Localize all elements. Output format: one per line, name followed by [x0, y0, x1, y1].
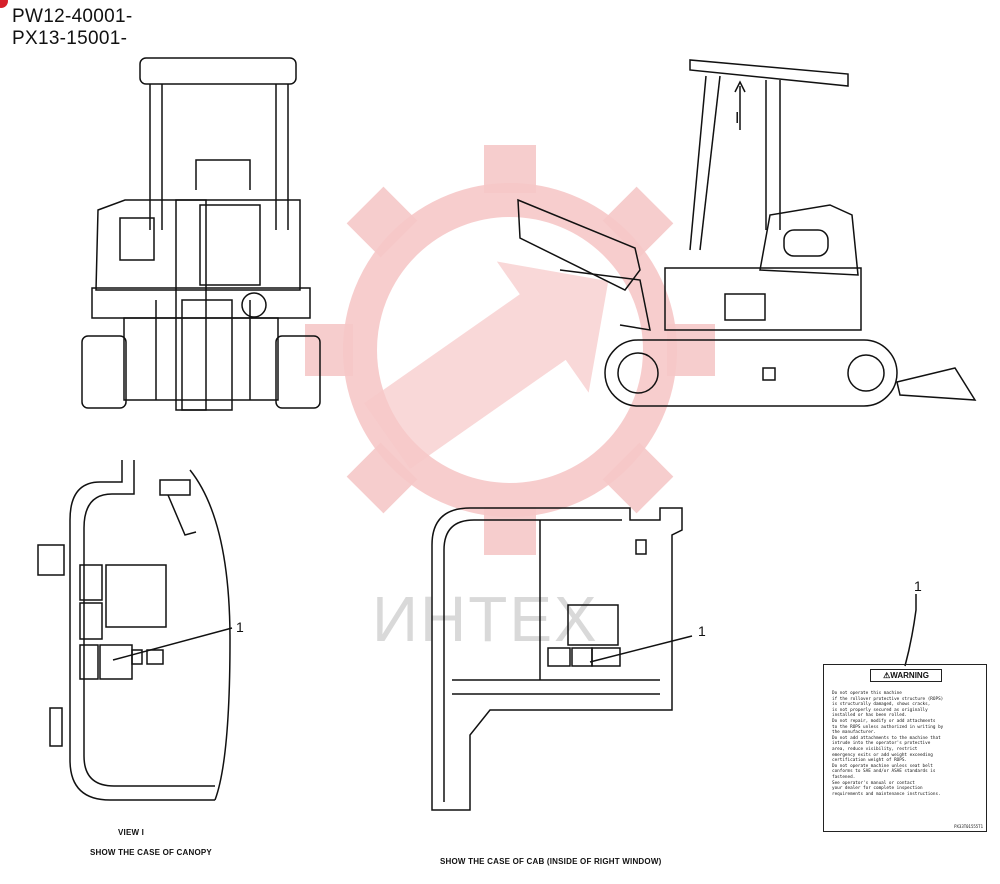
callout-cab: 1: [698, 623, 706, 639]
cab-caption: SHOW THE CASE OF CAB (INSIDE OF RIGHT WI…: [440, 857, 662, 866]
watermark-text: ИНТЕХ: [372, 583, 599, 655]
serial-number-1: PW12-40001-: [12, 6, 133, 27]
callout-canopy: 1: [236, 619, 244, 635]
callout-label: 1: [914, 578, 922, 594]
warning-label: ⚠WARNING Do not operate this machine if …: [823, 664, 987, 832]
view-caption: VIEW I: [118, 828, 145, 837]
cab-detail: [431, 507, 693, 811]
side-view-excavator: [517, 59, 977, 407]
serial-number-2: PX13-15001-: [12, 28, 128, 49]
warning-code: PX33T01555T1: [954, 824, 983, 829]
label-leader-line: [904, 594, 917, 667]
view-arrow-label: I: [735, 110, 740, 127]
canopy-detail: [37, 460, 233, 801]
warning-body: Do not operate this machine if the rollo…: [832, 691, 944, 797]
corner-marker: [0, 0, 8, 8]
front-view-excavator: [81, 57, 321, 411]
warning-title: ⚠WARNING: [870, 669, 942, 682]
canopy-caption: SHOW THE CASE OF CANOPY: [90, 848, 212, 857]
